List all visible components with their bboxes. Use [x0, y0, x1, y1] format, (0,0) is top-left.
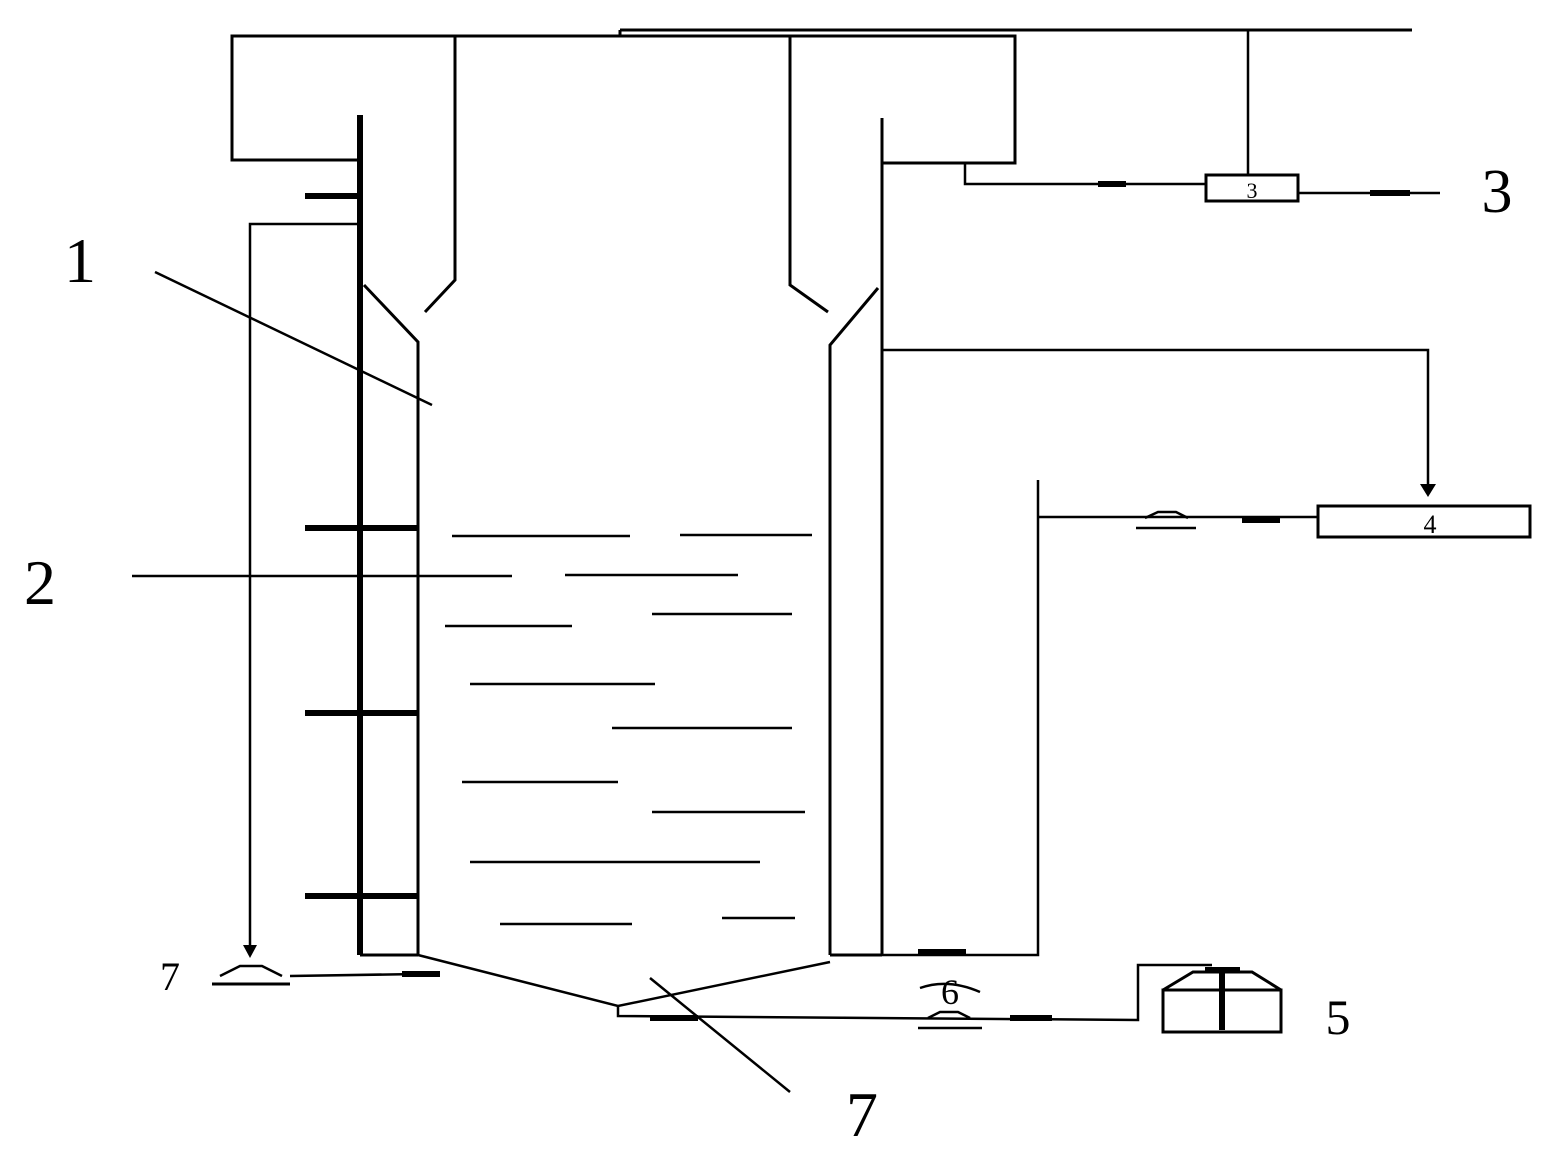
gas-line-3: 3	[963, 30, 1440, 203]
bottom-outlet-pipe	[616, 963, 1212, 1022]
valve-7-line	[289, 972, 419, 978]
label-3: 3	[1482, 158, 1513, 226]
leader-7	[649, 977, 791, 1093]
box-4-text: 4	[1424, 510, 1437, 539]
label-5: 5	[1326, 989, 1351, 1045]
inner-right-wall	[828, 287, 880, 955]
valve-4-icon	[1136, 510, 1196, 530]
return-arrow-icon	[243, 945, 257, 958]
feed-line-4	[882, 348, 1430, 485]
label-7-left: 7	[160, 954, 180, 999]
leader-1	[154, 270, 433, 407]
inner-riser	[362, 36, 880, 955]
top-header	[230, 28, 1412, 165]
conical-bottom	[417, 953, 1212, 1022]
pump-5-assembly	[650, 967, 1283, 1034]
cone-outline	[417, 953, 831, 1008]
box-3-text: 3	[1247, 178, 1258, 203]
valve-6-upper-icon	[919, 982, 981, 994]
gas-line-left	[963, 163, 1206, 186]
recycle-pipe	[882, 480, 1040, 957]
label-1: 1	[64, 225, 96, 296]
inner-left-upper	[423, 36, 457, 314]
valve-6-lower-icon	[918, 1010, 982, 1030]
inner-right-upper	[788, 36, 829, 314]
label-6: 6	[941, 972, 959, 1012]
line-to-box-4: 4	[882, 348, 1532, 957]
liquid-hatching	[445, 533, 812, 926]
return-pipe	[248, 222, 360, 945]
label-2: 2	[24, 547, 56, 618]
box-4	[1316, 504, 1532, 539]
feed-arrow-4-icon	[1420, 484, 1436, 497]
box-3	[1204, 173, 1300, 203]
left-header-box	[230, 30, 622, 162]
numerals: 1 2 3 5 6 7 7	[24, 158, 1513, 1150]
label-7-bottom: 7	[846, 1079, 878, 1145]
leader-lines	[132, 270, 791, 1093]
left-return-line	[212, 222, 440, 986]
outer-shell	[357, 115, 884, 957]
valve-7-body-icon	[219, 964, 283, 978]
right-header-box	[620, 34, 1017, 165]
inner-left-wall	[362, 283, 420, 955]
side-ports	[305, 193, 418, 899]
